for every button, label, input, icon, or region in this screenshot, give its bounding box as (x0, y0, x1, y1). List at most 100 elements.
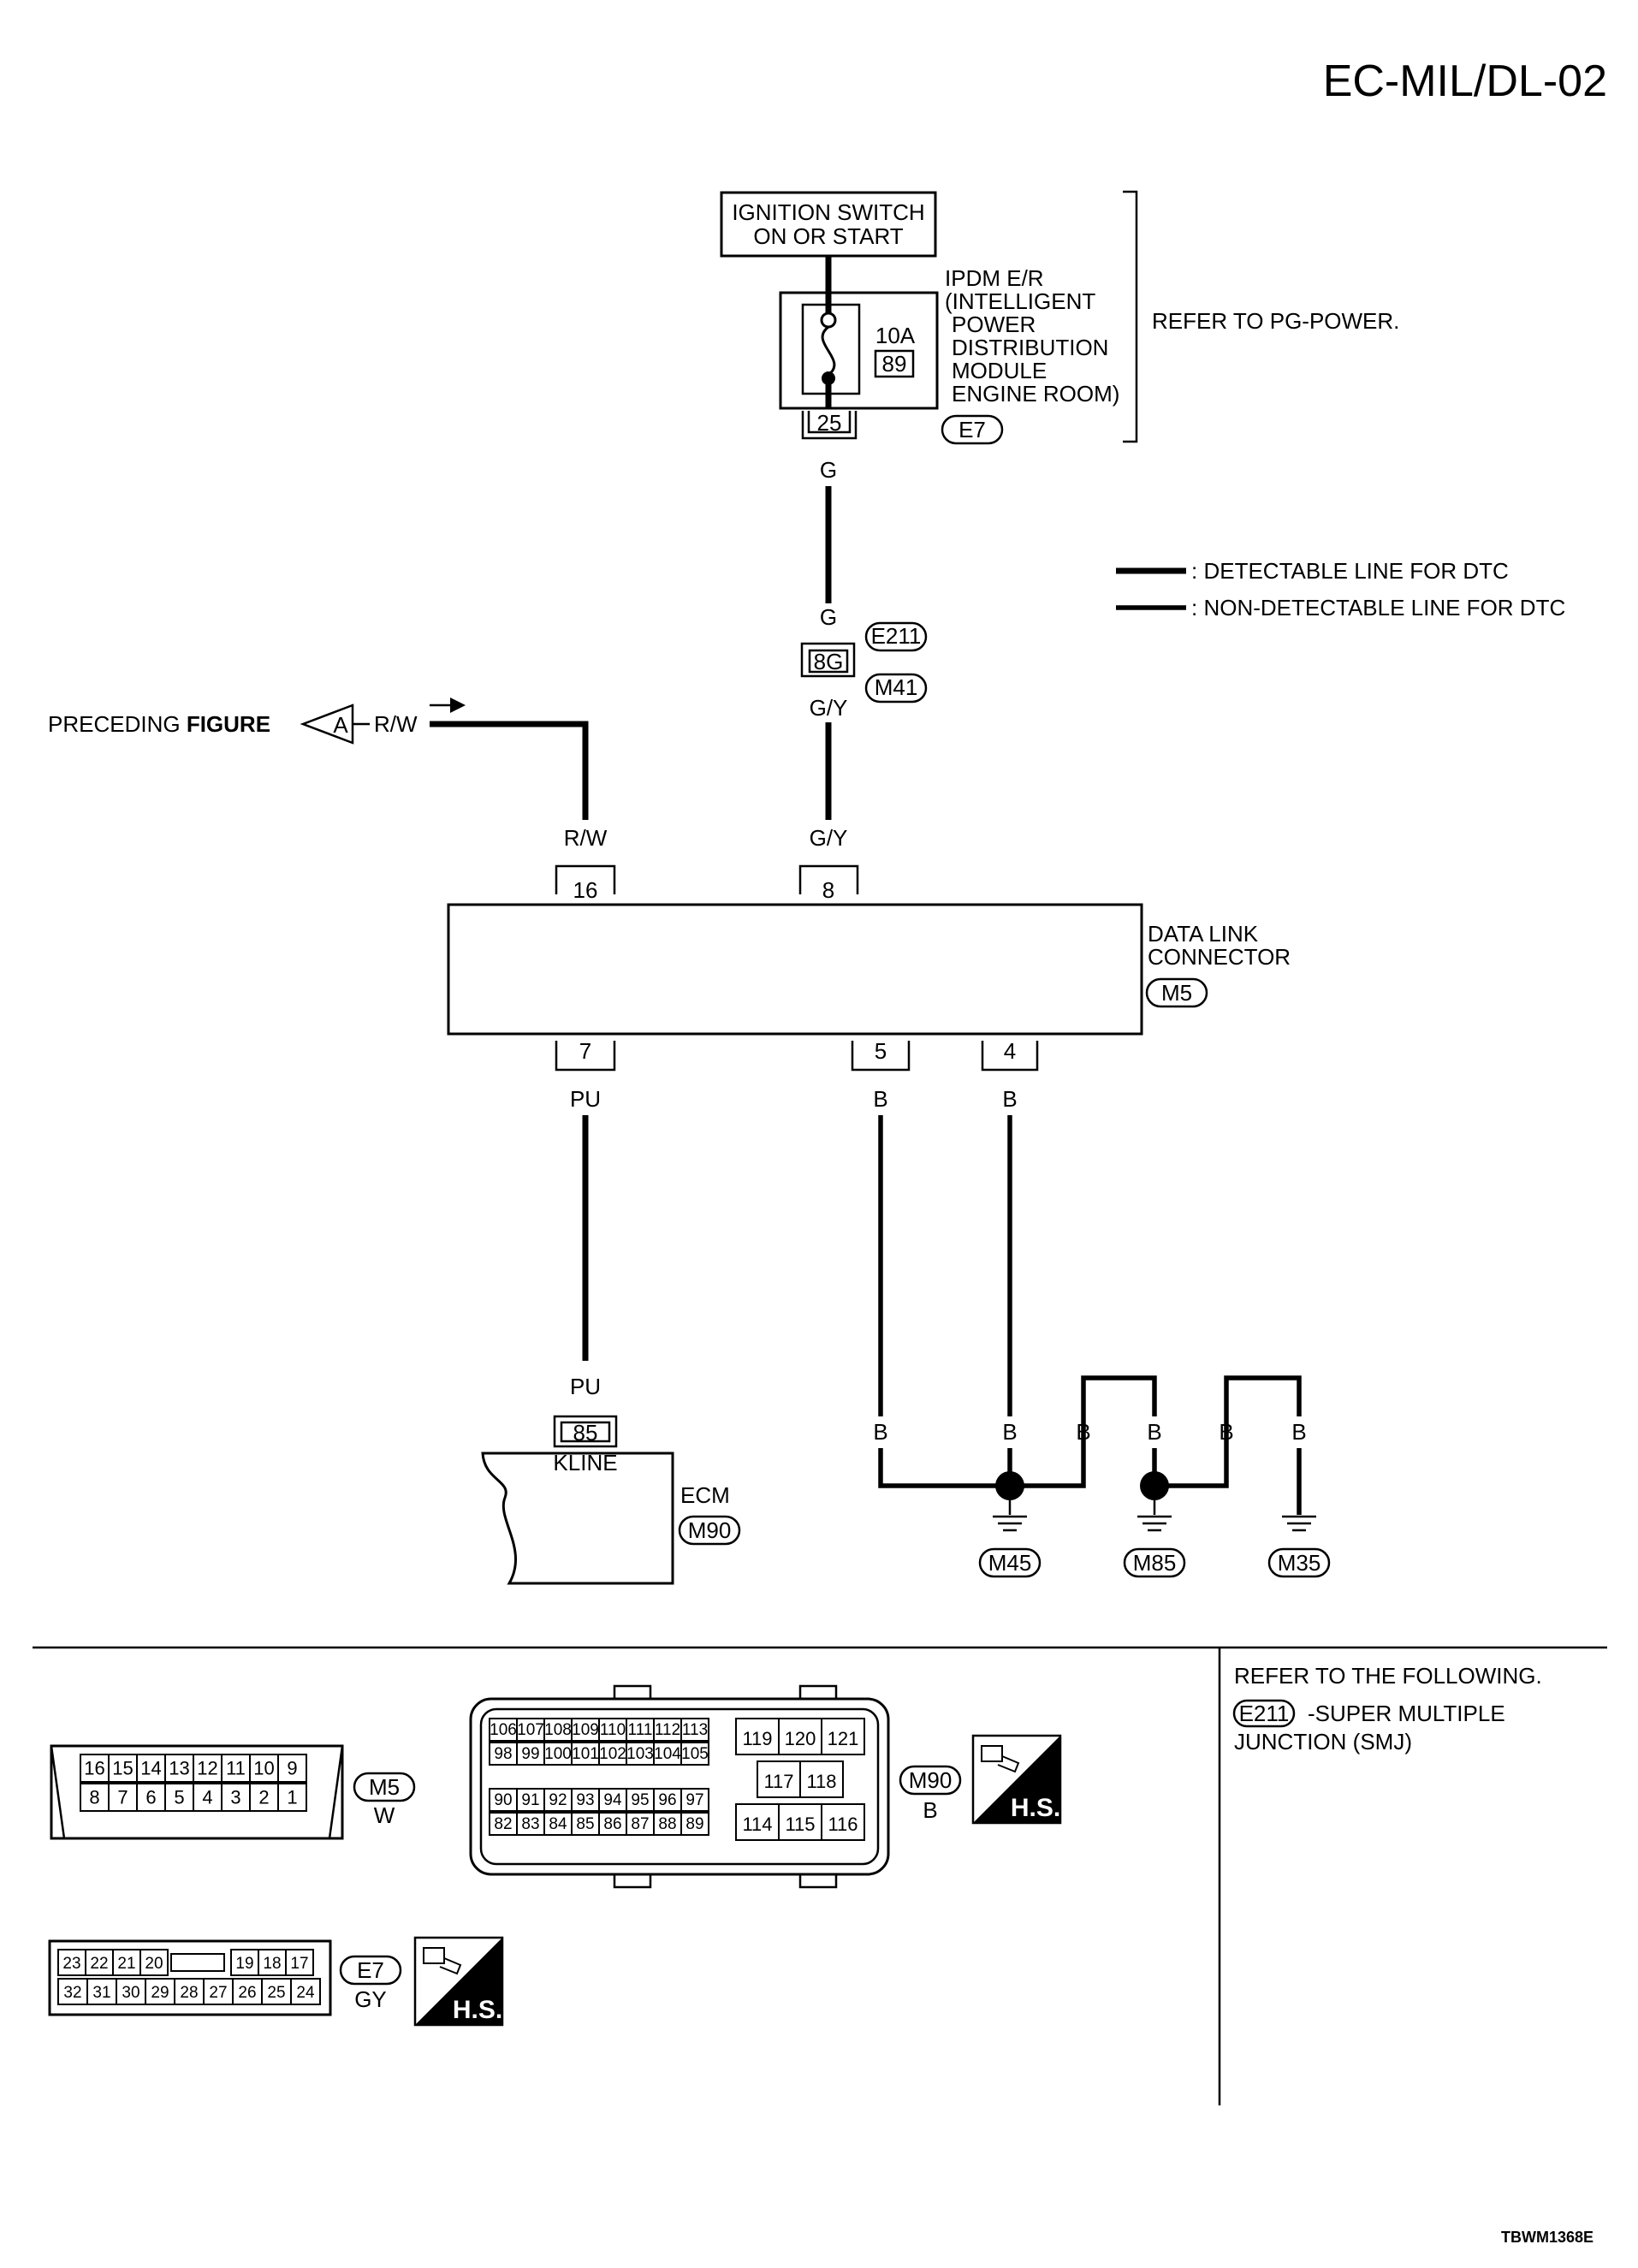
refer-following-line1: -SUPER MULTIPLE (1308, 1701, 1505, 1726)
wire-rw (430, 721, 589, 820)
m90-cavity-83: 83 (521, 1815, 539, 1833)
ipdm-terminal-25: 25 (817, 410, 842, 436)
ground-m85: M85 (1123, 1515, 1186, 1578)
m5-cavity-9: 9 (287, 1758, 297, 1779)
wire-color-gy-dlc: G/Y (810, 825, 848, 851)
m5-cavity-3: 3 (230, 1787, 240, 1808)
m90-cavity-121: 121 (828, 1728, 859, 1749)
m90-view-id: M90 (909, 1767, 953, 1793)
m90-cavity-100: 100 (544, 1745, 572, 1763)
preceding-label: PRECEDING FIGURE (48, 711, 270, 737)
refer-following-title: REFER TO THE FOLLOWING. (1234, 1663, 1542, 1689)
offpage-marker-letter: A (333, 712, 348, 738)
ecm-body (481, 1452, 674, 1585)
ipdm-label-3: POWER (952, 312, 1036, 337)
e7-cavity-19: 19 (235, 1955, 253, 1973)
m90-cavity-112: 112 (655, 1721, 680, 1739)
e7-cavity-26: 26 (238, 1984, 256, 2002)
refer-following: REFER TO THE FOLLOWING. E211 -SUPER MULT… (1232, 1663, 1542, 1754)
wire-color-g-mid: G (820, 604, 837, 630)
legend-detectable: : DETECTABLE LINE FOR DTC (1191, 558, 1509, 584)
ecm-connector-m90: M90 (688, 1517, 732, 1543)
m5-cavity-5: 5 (174, 1787, 184, 1808)
joint-connector-8g: 8G E211 M41 (800, 621, 928, 704)
m90-cavity-93: 93 (576, 1791, 594, 1809)
m90-cavity-104: 104 (654, 1745, 681, 1763)
refer-bracket (1123, 190, 1138, 443)
m90-cavity-105: 105 (681, 1745, 709, 1763)
data-link-connector: 16 8 7 5 4 DATA LINK CONNECTOR M5 (447, 864, 1291, 1072)
e7-cavity-30: 30 (122, 1984, 139, 2002)
m90-cavity-96: 96 (658, 1791, 676, 1809)
e7-cavity-29: 29 (151, 1984, 169, 2002)
m5-cavity-14: 14 (140, 1758, 161, 1779)
m90-cavity-85: 85 (576, 1815, 594, 1833)
ecm-label: ECM (680, 1482, 730, 1508)
e7-view-id: E7 (357, 1957, 384, 1983)
m90-cavity-116: 116 (828, 1814, 858, 1835)
m90-cavity-82: 82 (494, 1815, 512, 1833)
m5-cavity-6: 6 (145, 1787, 156, 1808)
m90-cavity-102: 102 (599, 1745, 626, 1763)
m90-view-color: B (923, 1797, 937, 1823)
dlc-pin-5: 5 (875, 1038, 887, 1064)
m90-cavity-114: 114 (742, 1814, 772, 1835)
m5-cavity-2: 2 (258, 1787, 269, 1808)
m90-cavity-87: 87 (631, 1815, 649, 1833)
fuse-number: 89 (882, 351, 907, 377)
m90-cavity-99: 99 (521, 1745, 539, 1763)
e7-view-color: GY (354, 1986, 387, 2012)
e7-cavity-31: 31 (92, 1984, 110, 2002)
e7-cavity-21: 21 (117, 1955, 135, 1973)
ignition-line1: IGNITION SWITCH (732, 199, 924, 225)
m5-cavity-10: 10 (253, 1758, 274, 1779)
m90-cavity-110: 110 (600, 1721, 626, 1739)
ground-m45: M45 (978, 1515, 1042, 1578)
m5-cavity-16: 16 (84, 1758, 104, 1779)
page-code: EC-MIL/DL-02 (1323, 56, 1607, 106)
m90-cavity-111: 111 (628, 1721, 653, 1739)
ground-label-m45: M45 (988, 1550, 1032, 1576)
wire-color-b-pin5: B (873, 1086, 887, 1112)
m5-cavity-1: 1 (287, 1787, 297, 1808)
ignition-line2: ON OR START (753, 223, 903, 249)
refer-pg-power: REFER TO PG-POWER. (1152, 308, 1399, 334)
e7-cavity-22: 22 (90, 1955, 108, 1973)
m5-cavity-4: 4 (202, 1787, 212, 1808)
m90-cavity-91: 91 (521, 1791, 539, 1809)
legend: : DETECTABLE LINE FOR DTC : NON-DETECTAB… (1116, 558, 1565, 620)
e7-cavity-32: 32 (63, 1984, 81, 2002)
wire-color-gy-mid: G/Y (810, 695, 848, 721)
joint-terminal: 8G (814, 649, 844, 674)
m90-cavity-88: 88 (658, 1815, 676, 1833)
dlc-pin-8: 8 (822, 877, 834, 903)
joint-connector-m41: M41 (875, 674, 918, 700)
e7-cavity-17: 17 (290, 1955, 308, 1973)
ipdm-label-4: DISTRIBUTION (952, 335, 1108, 360)
ipdm-er: 10A 89 IPDM E/R (INTELLIGENT POWER DISTR… (779, 265, 1119, 445)
m5-cavity-8: 8 (89, 1787, 99, 1808)
harness-side-label-e7: H.S. (453, 1996, 502, 2024)
dlc-pin-16: 16 (573, 877, 598, 903)
m5-view-id: M5 (369, 1774, 400, 1800)
wire-color-g-top: G (820, 457, 837, 483)
ecm: 85 KLINE ECM M90 (481, 1415, 741, 1585)
wire-color-b-pin4: B (1002, 1086, 1017, 1112)
wire-color-b-g6: B (1291, 1419, 1306, 1445)
m90-cavity-89: 89 (685, 1815, 703, 1833)
m90-cavity-97: 97 (685, 1791, 703, 1809)
ground-network (878, 1375, 1302, 1515)
dlc-label-2: CONNECTOR (1148, 944, 1291, 970)
m5-cavity-12: 12 (197, 1758, 217, 1779)
m90-cavity-119: 119 (742, 1728, 772, 1749)
harness-side-badge-e7: H.S. (413, 1936, 504, 2027)
ecm-terminal-85: 85 (573, 1420, 598, 1446)
ground-m35: M35 (1267, 1515, 1331, 1578)
ground-icon (1282, 1515, 1316, 1532)
e7-cavity-20: 20 (145, 1955, 163, 1973)
m90-cavity-109: 109 (572, 1721, 599, 1739)
dlc-label-1: DATA LINK (1148, 921, 1259, 947)
ground-label-m85: M85 (1133, 1550, 1177, 1576)
wire-color-b-g4: B (1147, 1419, 1161, 1445)
